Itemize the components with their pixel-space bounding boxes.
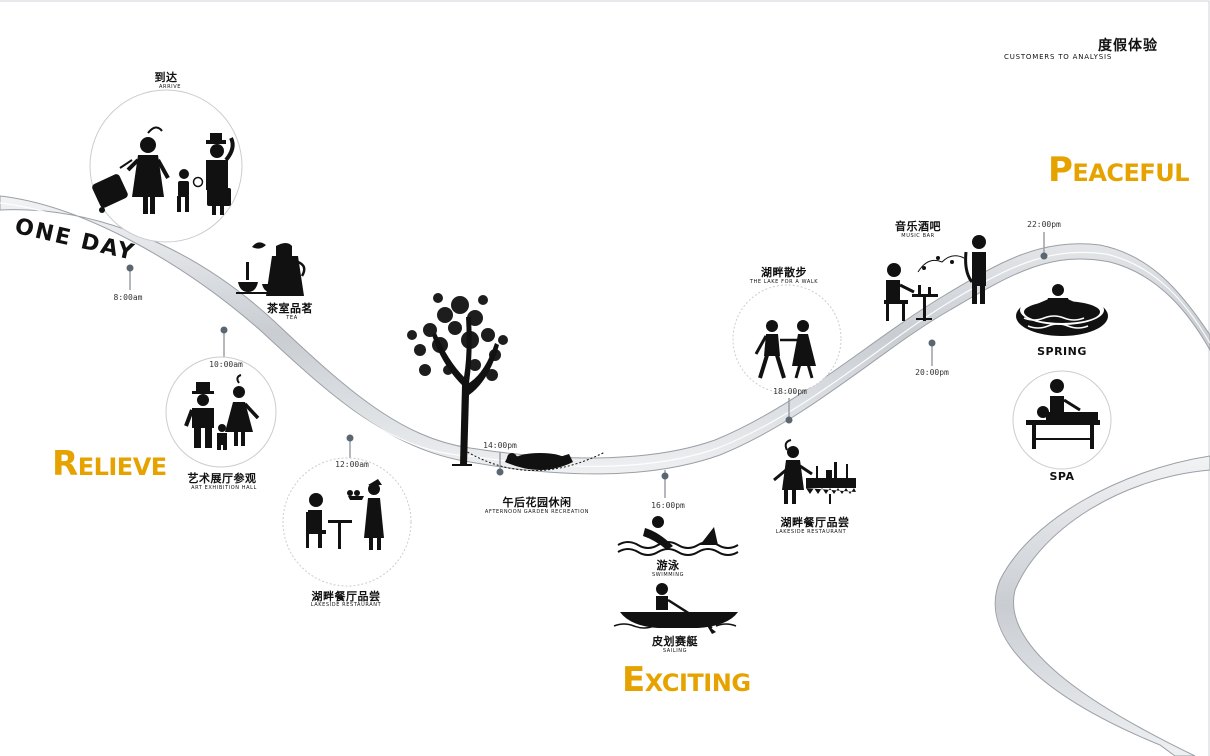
mood-peaceful-initial: P [1048,150,1073,190]
time-marker-8 [126,264,134,290]
time-label: 12:00am [335,460,369,469]
time-label: 22:00pm [1027,220,1061,229]
time-marker-12 [346,434,354,458]
waiter-table-icon [773,439,856,504]
activity-label-cn: 艺术展厅参观 [187,472,257,485]
time-marker-14 [496,452,504,476]
mood-relieve-rest: ELIEVE [77,453,167,481]
mood-exciting: EXCITING [622,660,751,700]
mood-relieve-initial: R [52,444,78,484]
travelers-icon [92,126,235,215]
canoe-icon [613,583,738,634]
time-marker-20 [928,339,936,366]
mood-peaceful: PEACEFUL [1048,150,1190,190]
activity-label-cn: 游泳 [656,559,680,572]
saxophone-bar-icon [884,235,986,321]
time-label: 14:00pm [483,441,517,450]
mood-exciting-initial: E [622,660,645,700]
time-marker-16 [661,470,669,498]
activity-label-cn: 湖畔散步 [761,266,807,279]
activity-label-en: MUSIC BAR [901,233,935,239]
hammock-tree-icon [407,293,606,471]
activity-label-en: ART EXHIBITION HALL [191,485,257,491]
time-label: 10:00am [209,360,243,369]
day-ribbon-road [0,195,1210,475]
massage-icon [1026,379,1100,449]
teapot-icon [236,242,306,296]
activity-label-cn: 皮划赛艇 [652,635,698,648]
couple-walking-icon [754,320,816,379]
night-ribbon-road [994,455,1210,756]
activity-label-en: LAKESIDE RESTAURANT [775,529,847,535]
activity-label-cn: 茶室品茗 [267,302,313,315]
header-title-en: CUSTOMERS TO ANALYSIS [1004,53,1113,61]
time-label: 18:00pm [773,387,807,396]
time-label: 20:00pm [915,368,949,377]
header-title-cn: 度假体验 [1098,38,1158,54]
activity-label-en: AFTERNOON GARDEN RECREATION [484,509,590,515]
time-marker-10 [220,326,228,360]
activity-label-cn: 到达 [154,71,178,84]
family-icon [184,374,260,450]
activity-label-cn: 音乐酒吧 [895,220,941,233]
activity-label-cn: 湖畔餐厅品尝 [311,590,381,603]
mood-peaceful-rest: EACEFUL [1072,159,1190,187]
swimmer-icon [617,516,739,556]
spa-label: SPA [1049,470,1075,483]
time-label: 8:00am [113,293,143,302]
dining-icon [306,479,384,550]
activity-label-en: THE LAKE FOR A WALK [749,279,819,285]
activity-label-en: SWIMMING [651,572,685,578]
time-marker-22 [1040,232,1048,260]
activity-label-cn: 午后花园休闲 [502,496,572,509]
mood-exciting-rest: XCITING [644,669,751,697]
time-label: 16:00pm [651,501,685,510]
activity-label-en: ARRIVE [158,84,182,90]
time-marker-18 [785,398,793,424]
mood-relieve: RELIEVE [52,444,167,484]
hot-spring-icon [1016,284,1108,336]
activity-label-en: SAILING [662,648,688,654]
activity-label-en: TEA [286,315,298,321]
activity-label-cn: 湖畔餐厅品尝 [780,516,850,529]
activity-label-en: LAKESIDE RESTAURANT [310,602,382,608]
spring-label: SPRING [1037,345,1087,358]
